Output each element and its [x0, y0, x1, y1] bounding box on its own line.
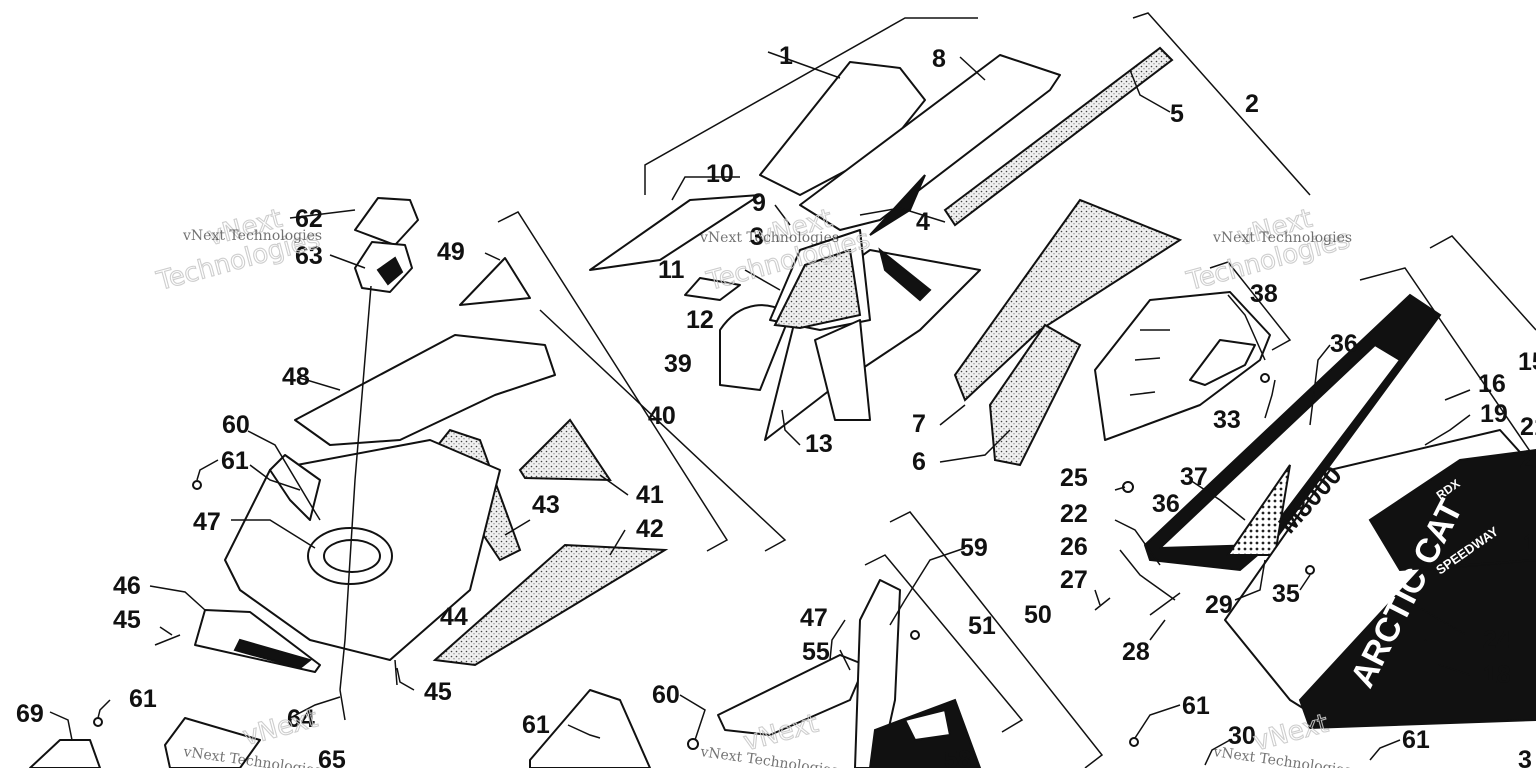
callout-60b: 60 — [652, 681, 680, 709]
callout-42: 42 — [636, 515, 664, 543]
callout-12: 12 — [686, 306, 714, 334]
fasteners — [93, 373, 1315, 750]
callout-55: 55 — [802, 638, 830, 666]
callout-61b: 61 — [129, 685, 157, 713]
callout-24: 24 — [1483, 626, 1511, 654]
callout-58: 58 — [944, 746, 972, 768]
callout-61d: 61 — [1182, 692, 1210, 720]
callout-69: 69 — [16, 700, 44, 728]
callout-47b: 47 — [800, 604, 828, 632]
callout-64: 64 — [287, 705, 315, 733]
callout-35: 35 — [1272, 580, 1300, 608]
callout-36a: 36 — [1330, 330, 1358, 358]
callout-15: 15 — [1518, 348, 1536, 376]
callout-11: 11 — [658, 256, 685, 284]
callout-27: 27 — [1060, 566, 1088, 594]
callout-8: 8 — [932, 45, 946, 73]
callout-3-partial: 3 — [1518, 746, 1532, 768]
callout-44: 44 — [440, 603, 468, 631]
callout-26: 26 — [1060, 533, 1088, 561]
callout-61c: 61 — [522, 711, 550, 739]
callout-47a: 47 — [193, 508, 221, 536]
callout-60a: 60 — [222, 411, 250, 439]
callout-22: 22 — [1060, 500, 1088, 528]
callout-59: 59 — [960, 534, 988, 562]
callout-6: 6 — [912, 448, 926, 476]
callout-7: 7 — [912, 410, 926, 438]
callout-1: 1 — [779, 42, 793, 70]
callout-28: 28 — [1122, 638, 1150, 666]
callout-21b: 21 — [1520, 446, 1536, 474]
watermark-text-3: vNext Technologies — [1212, 230, 1352, 246]
callout-45b: 45 — [424, 678, 452, 706]
callout-18: 18 — [1483, 661, 1511, 689]
callout-21a: 21 — [1520, 413, 1536, 441]
callout-10: 10 — [706, 160, 734, 188]
callout-63: 63 — [295, 242, 323, 270]
callout-37: 37 — [1180, 463, 1208, 491]
side-panel-38 — [1094, 291, 1271, 441]
callout-61a: 61 — [221, 447, 249, 475]
callout-61e: 61 — [1402, 726, 1430, 754]
callout-48: 48 — [282, 363, 310, 391]
callout-4: 4 — [916, 208, 930, 236]
callout-33: 33 — [1213, 406, 1241, 434]
callout-46: 46 — [113, 572, 141, 600]
callout-43: 43 — [532, 491, 560, 519]
callout-labels: 1 2 3 4 5 6 7 8 9 10 11 12 13 15 16 15 1… — [16, 42, 1536, 768]
hood-assembly — [589, 54, 1061, 441]
callout-9: 9 — [752, 189, 766, 217]
callout-18a: 15 — [1523, 530, 1536, 558]
callout-38: 38 — [1250, 280, 1278, 308]
callout-30: 30 — [1228, 722, 1256, 750]
lower-panels — [29, 579, 982, 768]
watermark-text-1: vNext Technologies — [182, 228, 322, 244]
callout-41: 41 — [636, 481, 664, 509]
callout-40: 40 — [648, 402, 676, 430]
bracket-lines — [497, 12, 1536, 768]
callout-62: 62 — [295, 205, 323, 233]
foam-pads — [428, 46, 1183, 667]
leader-lines — [49, 51, 1471, 766]
callout-5: 5 — [1170, 100, 1184, 128]
callout-39: 39 — [664, 350, 692, 378]
watermark-big-4: vNext — [240, 704, 321, 753]
callout-51: 51 — [968, 612, 996, 640]
callout-45a: 45 — [113, 606, 141, 634]
callout-3: 3 — [750, 223, 764, 251]
callout-19: 19 — [1480, 400, 1508, 428]
callout-13: 13 — [805, 430, 833, 458]
watermark-text-2: vNext Technologies — [699, 230, 839, 246]
callout-65: 65 — [318, 746, 346, 768]
callout-49: 49 — [437, 238, 465, 266]
callout-16: 16 — [1478, 370, 1506, 398]
callout-2: 2 — [1245, 90, 1259, 118]
callout-25: 25 — [1060, 464, 1088, 492]
callout-36b: 36 — [1152, 490, 1180, 518]
hood-decal: ARCTIC CAT M8000 SPEEDWAY RDX — [1143, 293, 1536, 730]
callout-29: 29 — [1205, 591, 1233, 619]
callout-50: 50 — [1024, 601, 1052, 629]
